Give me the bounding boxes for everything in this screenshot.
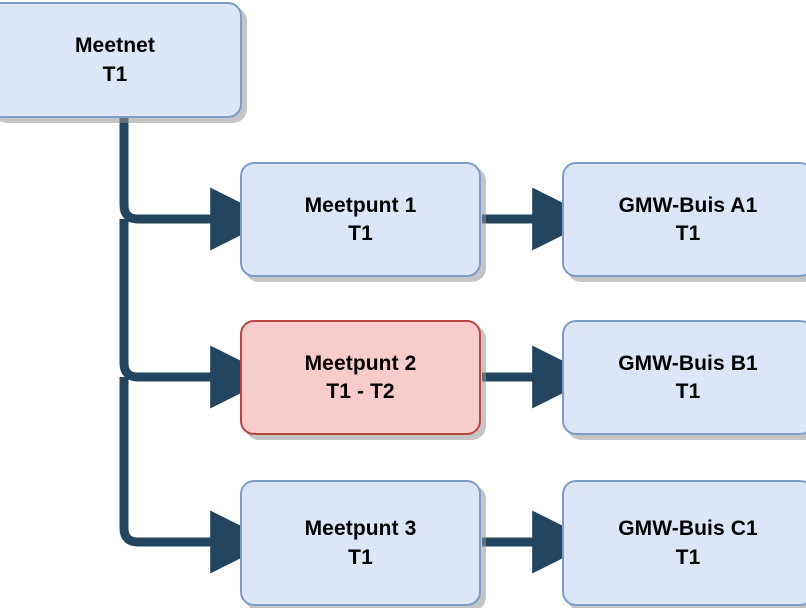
node-meetpunt-1-period: T1: [348, 222, 373, 245]
node-gmw-buis-b1-name: GMW-Buis B1: [618, 351, 758, 375]
node-meetnet-period: T1: [102, 62, 128, 86]
node-meetpunt-1[interactable]: Meetpunt 1 T1: [240, 162, 481, 277]
node-gmw-buis-c1-period: T1: [675, 545, 701, 569]
node-meetpunt-3-period: T1: [348, 545, 373, 569]
node-gmw-buis-a1-period: T1: [675, 222, 701, 245]
node-gmw-buis-a1[interactable]: GMW-Buis A1 T1: [562, 162, 806, 277]
node-gmw-buis-a1-name: GMW-Buis A1: [618, 193, 758, 217]
node-gmw-buis-b1-period: T1: [675, 380, 701, 403]
node-meetpunt-3[interactable]: Meetpunt 3 T1: [240, 480, 481, 606]
node-meetpunt-2-period: T1 - T2: [326, 380, 395, 403]
node-gmw-buis-b1[interactable]: GMW-Buis B1 T1: [562, 320, 806, 435]
node-meetnet[interactable]: Meetnet T1: [0, 2, 242, 118]
node-meetpunt-3-name: Meetpunt 3: [304, 517, 417, 541]
edge-meetnet-meetpunt-1: [119, 118, 274, 251]
edge-meetnet-meetpunt-3: [119, 377, 274, 574]
node-gmw-buis-c1[interactable]: GMW-Buis C1 T1: [562, 480, 806, 606]
node-meetpunt-2-name: Meetpunt 2: [304, 351, 417, 375]
node-meetpunt-2[interactable]: Meetpunt 2 T1 - T2: [240, 320, 481, 435]
node-meetpunt-1-name: Meetpunt 1: [304, 193, 417, 217]
node-gmw-buis-c1-name: GMW-Buis C1: [618, 517, 758, 541]
edge-meetnet-meetpunt-2: [119, 219, 274, 409]
node-meetnet-name: Meetnet: [74, 34, 156, 58]
